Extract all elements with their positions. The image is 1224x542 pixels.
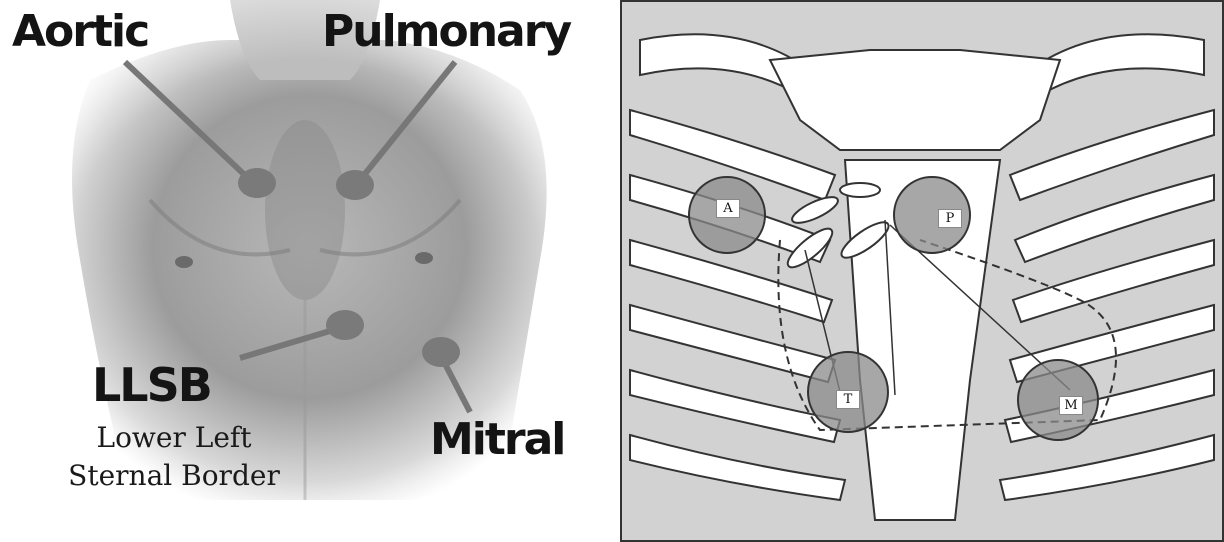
mitral-point: [422, 337, 460, 367]
chest-photo-panel: Aortic Pulmonary LLSB Lower Left Sternal…: [0, 0, 608, 542]
aortic-marker: A: [716, 199, 740, 218]
aortic-label: Aortic: [12, 10, 148, 54]
aortic-point: [238, 168, 276, 198]
llsb-description-line1: Lower Left: [44, 424, 304, 452]
ribcage-illustration: [620, 0, 1224, 542]
mitral-area-circle: [1018, 360, 1098, 440]
llsb-point: [326, 310, 364, 340]
ribcage-diagram-panel: A P T M: [620, 0, 1224, 542]
llsb-label: LLSB: [92, 362, 211, 408]
tricuspid-marker: T: [836, 390, 860, 409]
pulmonary-point: [336, 170, 374, 200]
mitral-label: Mitral: [430, 418, 564, 462]
pulmonary-label: Pulmonary: [322, 10, 570, 54]
mitral-marker: M: [1059, 396, 1083, 415]
llsb-description-line2: Sternal Border: [34, 462, 314, 490]
pulmonary-marker: P: [938, 209, 962, 228]
